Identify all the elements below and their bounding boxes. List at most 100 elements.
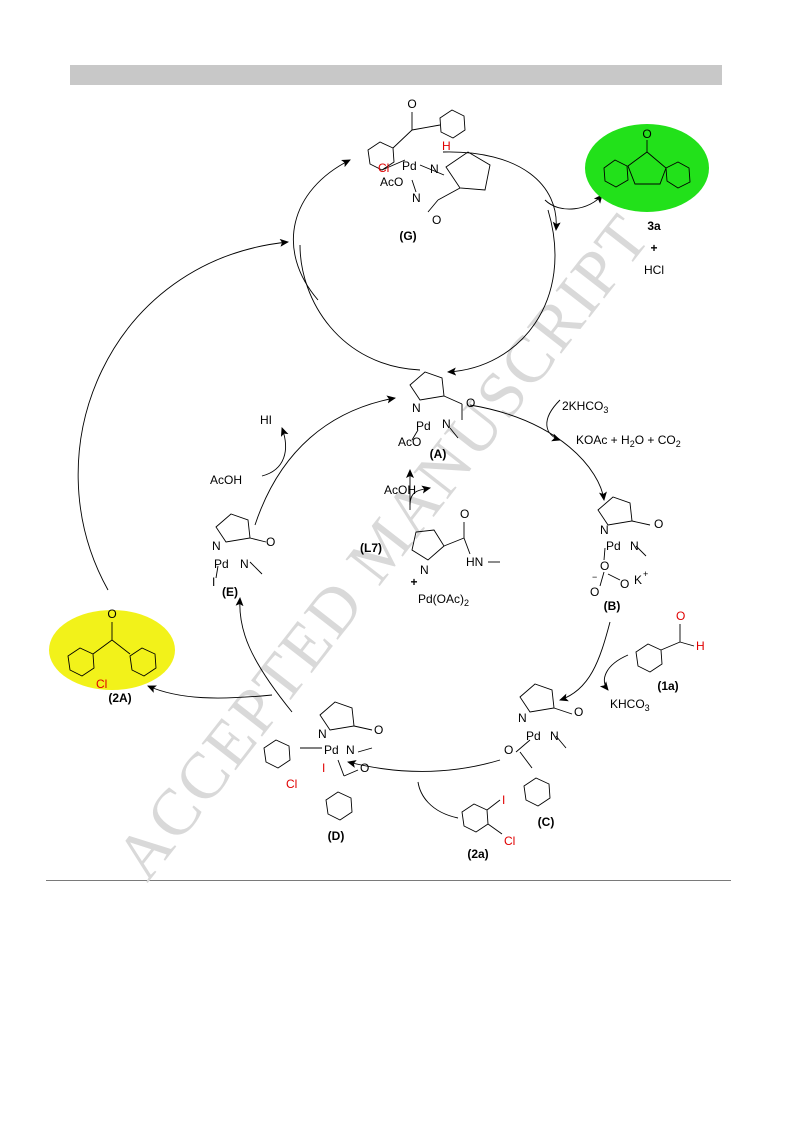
- arrow-acoh-left: [261, 427, 289, 477]
- C-nitrogen-amide: N: [550, 729, 559, 743]
- structure-B: [597, 496, 651, 587]
- A-acetate: AcO: [398, 435, 421, 449]
- D-palladium: Pd: [324, 743, 339, 757]
- arrow-B-to-C: [559, 621, 611, 702]
- L7-palladium-acetate: Pd(OAc)2: [418, 592, 469, 608]
- structures: [67, 109, 695, 835]
- 2a-label: (2a): [467, 847, 488, 861]
- arrow-G-to-3a: [442, 151, 561, 231]
- B-oxygen-bridge: O: [600, 559, 609, 573]
- G-nitrogen-ring: N: [430, 162, 439, 176]
- A-label: (A): [430, 447, 447, 461]
- C-label: (C): [538, 815, 555, 829]
- 2A-label: (2A): [108, 691, 131, 705]
- L7-label: (L7): [360, 541, 382, 555]
- 2A-oxygen: O: [107, 607, 116, 621]
- arrow-2A-to-G: [77, 238, 289, 591]
- C-palladium: Pd: [526, 729, 541, 743]
- header-bar: [70, 65, 722, 85]
- E-label: (E): [222, 585, 238, 599]
- B-oxygen-amide: O: [654, 517, 663, 531]
- byproduct-hi: HI: [260, 413, 272, 427]
- 3a-hcl: HCl: [644, 263, 664, 277]
- D-iodine: I: [322, 761, 325, 775]
- C-nitrogen-ring: N: [518, 711, 527, 725]
- product-3a-highlight: [585, 124, 709, 212]
- D-oxygen-acyl: O: [360, 761, 369, 775]
- structure-G: [367, 109, 491, 213]
- reagent-khco3-out: KHCO3: [610, 697, 650, 713]
- E-nitrogen-amide: N: [240, 557, 249, 571]
- L7-amide-nh: HN: [466, 555, 483, 569]
- C-oxygen-amide: O: [574, 705, 583, 719]
- byproduct-acoh-left: AcOH: [210, 473, 242, 487]
- E-palladium: Pd: [214, 557, 229, 571]
- structure-D: [263, 701, 373, 821]
- G-acetate: AcO: [380, 175, 403, 189]
- arrow-E-to-G: [293, 159, 351, 301]
- arrow-to-3a-product: [544, 194, 603, 210]
- G-hydrogen: H: [442, 139, 451, 153]
- arrow-D-to-2A: [147, 685, 273, 699]
- structure-A: [409, 371, 463, 441]
- byproduct-acoh-top: AcOH: [384, 483, 416, 497]
- D-chlorine: Cl: [286, 777, 297, 791]
- 2A-chlorine: Cl: [96, 677, 107, 691]
- 1a-oxygen: O: [676, 609, 685, 623]
- 1a-hydrogen: H: [696, 639, 705, 653]
- 3a-label: 3a: [647, 219, 661, 233]
- G-palladium: Pd: [402, 159, 417, 173]
- arrow-E-to-A: [254, 395, 396, 526]
- 3a-plus: +: [650, 241, 657, 255]
- G-oxygen-ketone: O: [407, 97, 416, 111]
- G-nitrogen-amide: N: [412, 191, 421, 205]
- L7-oxygen: O: [460, 507, 469, 521]
- reagent-khco3-in: 2KHCO3: [562, 399, 608, 415]
- B-carbonate-minus: −: [592, 572, 597, 582]
- structure-L7: [411, 522, 500, 563]
- 2a-chlorine: Cl: [504, 834, 515, 848]
- structure-2A: [67, 622, 157, 677]
- D-nitrogen-amide: N: [346, 743, 355, 757]
- B-potassium: K: [634, 573, 642, 587]
- A-oxygen: O: [466, 396, 475, 410]
- cycle-arrows: [77, 151, 629, 819]
- arrow-C-to-D: [347, 759, 501, 772]
- byproducts-koac-water-co2: KOAc + H2O + CO2: [576, 433, 681, 449]
- D-label: (D): [328, 829, 345, 843]
- structure-3a: [603, 140, 691, 189]
- arrow-1a-in: [599, 654, 629, 691]
- byproduct-2A-highlight: [49, 610, 175, 690]
- D-oxygen-amide: O: [374, 723, 383, 737]
- arrow-D-to-E: [235, 597, 293, 713]
- B-potassium-plus: +: [643, 569, 648, 579]
- D-nitrogen-ring: N: [318, 727, 327, 741]
- arrow-acoh-top: [409, 485, 431, 506]
- C-oxygen-acyl: O: [504, 743, 513, 757]
- arrow-A-to-B: [469, 404, 607, 501]
- G-chlorine: Cl: [378, 161, 389, 175]
- structure-E: [215, 513, 267, 579]
- 1a-label: (1a): [657, 679, 678, 693]
- B-nitrogen-amide: N: [630, 539, 639, 553]
- structure-C: [515, 683, 573, 807]
- structure-1a: [635, 624, 695, 673]
- B-oxygen-carbonyl: O: [620, 577, 629, 591]
- A-palladium: Pd: [416, 419, 431, 433]
- B-palladium: Pd: [606, 539, 621, 553]
- A-nitrogen-ring: N: [412, 401, 421, 415]
- footer-rule: [46, 880, 731, 881]
- arrow-khco3-in: [546, 399, 561, 442]
- G-oxygen-amide: O: [432, 213, 441, 227]
- watermark-text: ACCEPTED MANUSCRIPT: [102, 201, 665, 893]
- arrow-2a-in: [417, 781, 459, 819]
- G-label: (G): [399, 229, 416, 243]
- L7-plus: +: [410, 575, 417, 589]
- B-oxygen-anion: O: [590, 585, 599, 599]
- B-label: (B): [604, 599, 621, 613]
- arrow-A-to-G: [299, 244, 421, 371]
- 3a-oxygen: O: [642, 127, 651, 141]
- E-iodine: I: [212, 575, 215, 589]
